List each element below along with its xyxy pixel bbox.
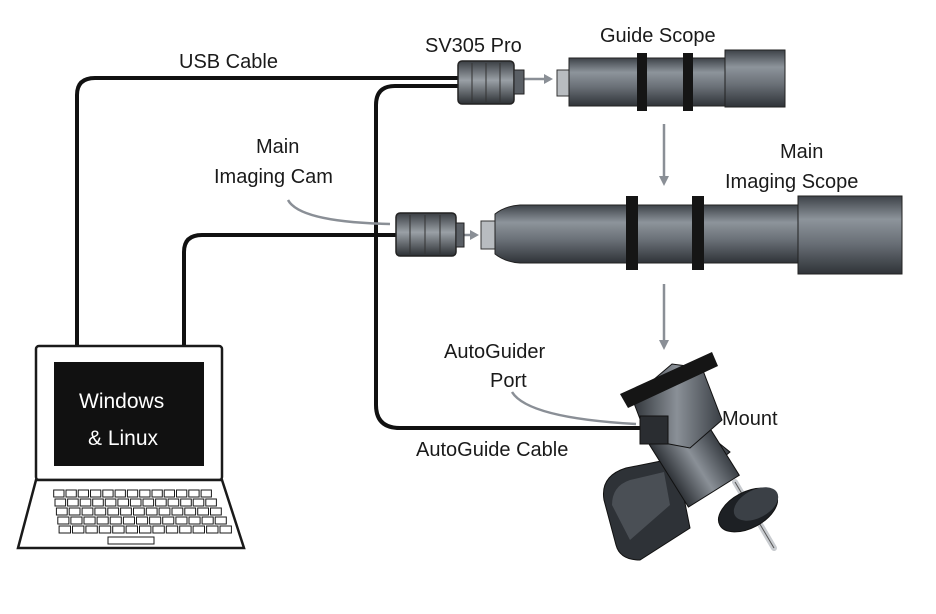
keyboard-key xyxy=(107,507,120,516)
keyboard-key xyxy=(219,525,232,534)
laptop-keyboard xyxy=(53,489,232,545)
main-imaging-camera xyxy=(395,212,465,257)
keyboard-key xyxy=(175,516,188,525)
keyboard-key xyxy=(165,525,179,534)
keyboard-key xyxy=(114,489,126,498)
keyboard-key xyxy=(79,498,92,507)
keyboard-key xyxy=(83,516,96,525)
usb-cable-main-cam-line xyxy=(182,233,400,354)
keyboard-key xyxy=(151,489,163,498)
keyboard-key xyxy=(210,507,222,516)
keyboard-key xyxy=(70,516,83,525)
usb-cable-label: USB Cable xyxy=(179,51,278,73)
keyboard-key xyxy=(214,516,227,525)
keyboard-key xyxy=(92,498,104,507)
keyboard-key xyxy=(142,498,155,507)
keyboard-key xyxy=(55,507,68,516)
keyboard-key xyxy=(67,498,79,507)
keyboard-key xyxy=(158,507,171,516)
laptop-screen-text-line2: & Linux xyxy=(88,427,159,450)
mount-label: Mount xyxy=(722,408,778,430)
keyboard-key xyxy=(94,507,107,516)
keyboard-key xyxy=(163,489,175,498)
main-cam-pointer xyxy=(286,199,391,226)
keyboard-key xyxy=(57,516,70,525)
keyboard-key xyxy=(53,489,65,498)
keyboard-key xyxy=(139,525,152,534)
laptop xyxy=(16,344,246,550)
keyboard-key xyxy=(72,525,85,534)
keyboard-key xyxy=(81,507,94,516)
keyboard-key xyxy=(171,507,184,516)
keyboard-key xyxy=(125,525,138,534)
keyboard-key xyxy=(176,489,188,498)
keyboard-key xyxy=(179,525,192,534)
sv305-pro-label: SV305 Pro xyxy=(425,35,522,57)
autoguide-cable-line xyxy=(374,84,647,430)
keyboard-key xyxy=(162,516,175,525)
keyboard-key xyxy=(77,489,89,498)
keyboard-key xyxy=(180,498,192,507)
keyboard-key xyxy=(167,498,180,507)
keyboard-key xyxy=(126,489,139,498)
guide-scope-label: Guide Scope xyxy=(600,25,716,47)
keyboard-key xyxy=(197,507,209,516)
laptop-screen xyxy=(54,362,204,466)
keyboard-key xyxy=(188,489,200,498)
keyboard-key xyxy=(192,525,206,534)
main-imaging-scope-label-line2: Imaging Scope xyxy=(725,171,858,193)
main-imaging-cam-label-line1: Main xyxy=(256,136,299,158)
keyboard-key xyxy=(90,489,102,498)
keyboard-key xyxy=(68,507,81,516)
keyboard-key xyxy=(112,525,125,534)
keyboard-key xyxy=(201,516,214,525)
keyboard-key xyxy=(96,516,109,525)
camera-to-guide-scope-arrow xyxy=(524,74,553,84)
mount xyxy=(602,352,779,561)
keyboard-key xyxy=(200,489,212,498)
keyboard-key xyxy=(206,525,219,534)
keyboard-key xyxy=(136,516,149,525)
keyboard-key xyxy=(85,525,98,534)
keyboard-key xyxy=(129,498,142,507)
sv305-pro-camera xyxy=(457,60,525,105)
keyboard-key xyxy=(109,516,122,525)
main-imaging-scope-label-line1: Main xyxy=(780,141,823,163)
keyboard-key xyxy=(188,516,201,525)
autoguider-port-pointer xyxy=(510,391,637,426)
keyboard-key xyxy=(192,498,205,507)
keyboard-key xyxy=(54,498,67,507)
keyboard-key xyxy=(122,516,136,525)
keyboard-key xyxy=(139,489,151,498)
keyboard-key xyxy=(58,525,71,534)
keyboard-key xyxy=(205,498,217,507)
keyboard-key xyxy=(98,525,112,534)
keyboard-key xyxy=(102,489,114,498)
keyboard-key xyxy=(117,498,130,507)
keyboard-key xyxy=(120,507,132,516)
laptop-trackpad xyxy=(107,536,155,545)
keyboard-key xyxy=(152,525,165,534)
guide-scope xyxy=(556,49,786,111)
keyboard-key xyxy=(145,507,158,516)
laptop-screen-text-line1: Windows xyxy=(79,390,164,413)
autoguider-port-label-line2: Port xyxy=(490,370,527,392)
keyboard-key xyxy=(65,489,77,498)
keyboard-key xyxy=(149,516,162,525)
main-imaging-scope xyxy=(480,195,903,275)
guide-to-main-scope-arrow xyxy=(659,124,669,186)
usb-cable-guide-line xyxy=(75,76,462,348)
main-scope-to-mount-arrow xyxy=(659,284,669,350)
autoguide-cable-label: AutoGuide Cable xyxy=(416,439,568,461)
keyboard-key xyxy=(133,507,145,516)
autoguider-port-label-line1: AutoGuider xyxy=(444,341,546,363)
main-imaging-cam-label-line2: Imaging Cam xyxy=(214,166,333,188)
keyboard-key xyxy=(184,507,197,516)
keyboard-key xyxy=(104,498,117,507)
keyboard-key xyxy=(155,498,167,507)
